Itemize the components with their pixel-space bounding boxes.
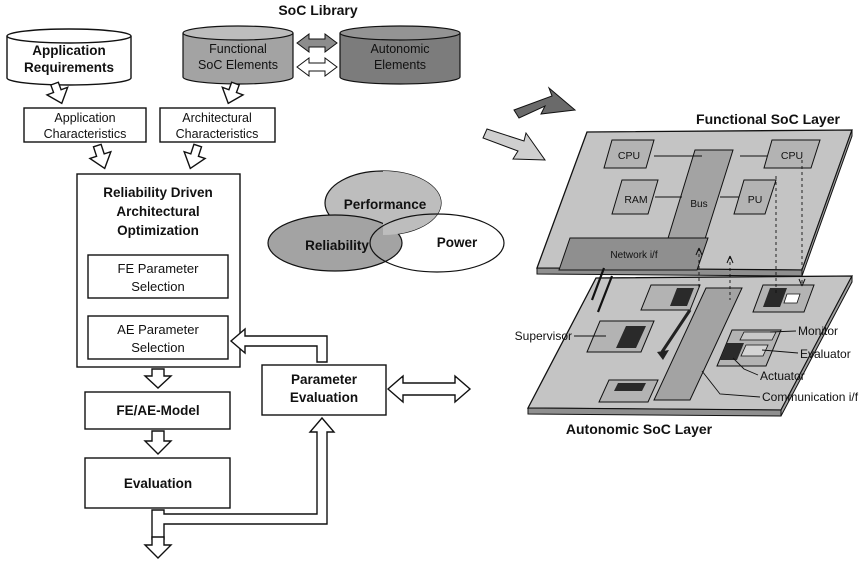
network-if-label: Network i/f — [610, 250, 657, 261]
ae-parameter-line1: AE Parameter — [117, 322, 199, 337]
fe-ae-model-label: FE/AE-Model — [116, 403, 199, 418]
autonomic-elements-line2: Elements — [374, 58, 426, 72]
network-bolt — [590, 267, 614, 313]
autonomic-elements-cylinder: Autonomic Elements — [339, 25, 461, 85]
ram-block — [611, 179, 659, 215]
evaluation-box — [84, 457, 231, 509]
ae-parameter-line2: Selection — [131, 340, 184, 355]
communication-if-leader — [701, 370, 761, 398]
light-diagonal-arrow — [482, 128, 546, 161]
evaluator-label: Evaluator — [800, 347, 851, 361]
monitor-label: Monitor — [798, 324, 838, 338]
application-requirements-cylinder: Application Requirements — [6, 28, 132, 86]
power-label: Power — [437, 235, 478, 250]
arrow-requirements-to-app-char — [45, 81, 69, 105]
parameter-evaluation-box — [261, 364, 387, 416]
network-if-block — [558, 237, 709, 271]
architectural-characteristics-box — [159, 107, 276, 143]
actuator-leader — [732, 357, 759, 376]
evaluator-leader — [761, 349, 799, 354]
arrow-optimization-to-model — [143, 368, 173, 389]
application-requirements-line2: Requirements — [24, 60, 114, 75]
actuator-label: Actuator — [760, 369, 805, 383]
inter-layer-arrowheads — [695, 247, 806, 287]
reliability-label: Reliability — [305, 238, 369, 253]
application-requirements-line1: Application — [32, 43, 106, 58]
performance-label: Performance — [344, 197, 427, 212]
soc-library-title: SoC Library — [278, 2, 358, 18]
functional-layer-title: Functional SoC Layer — [696, 111, 840, 127]
arrow-model-to-evaluation — [143, 430, 173, 455]
arrow-functional-to-arch-char — [221, 81, 245, 105]
cpu-left-label: CPU — [618, 150, 640, 162]
parameter-evaluation-line1: Parameter — [291, 372, 358, 387]
architectural-characteristics-line1: Architectural — [182, 111, 251, 125]
autonomic-element-top-right — [752, 284, 815, 313]
pu-label: PU — [748, 194, 763, 206]
functional-soc-elements-cylinder: Functional SoC Elements — [182, 25, 294, 85]
monitor-leader — [769, 330, 797, 333]
arrow-parameter-evaluation-to-ae-selection — [229, 327, 328, 363]
fe-parameter-line1: FE Parameter — [118, 261, 200, 276]
pu-block — [733, 179, 777, 215]
bus-connectors — [654, 155, 770, 198]
evaluation-label: Evaluation — [124, 476, 192, 491]
supervisor-label: Supervisor — [515, 329, 572, 343]
ram-label: RAM — [624, 194, 647, 206]
autonomic-element-monitor — [716, 329, 782, 367]
fe-ae-model-box — [84, 391, 231, 430]
autonomic-layer-title: Autonomic SoC Layer — [566, 421, 713, 437]
functional-elements-line1: Functional — [209, 42, 267, 56]
application-characteristics-box — [23, 107, 147, 143]
supervisor-link-head — [657, 350, 669, 360]
bus-label: Bus — [690, 199, 707, 210]
fe-parameter-line2: Selection — [131, 279, 184, 294]
autonomic-elements-line1: Autonomic — [370, 42, 429, 56]
tradeoff-ellipses: Performance Reliability Power — [267, 170, 505, 273]
parameter-evaluation-line2: Evaluation — [290, 390, 358, 405]
optimization-title-line1: Reliability Driven — [103, 185, 213, 200]
application-characteristics-line1: Application — [54, 111, 115, 125]
arrow-app-char-to-optimization — [88, 143, 112, 170]
power-ellipse — [369, 213, 505, 273]
inter-layer-dashed-links — [698, 160, 803, 300]
ae-parameter-selection-box — [87, 315, 229, 360]
autonomic-element-top-left — [640, 284, 701, 311]
autonomic-element-supervisor — [586, 320, 655, 353]
fe-parameter-selection-box — [87, 254, 229, 299]
library-double-arrow-bottom — [296, 57, 338, 77]
arrow-arch-char-to-optimization — [183, 143, 207, 170]
cpu-left-block — [603, 139, 655, 169]
architectural-characteristics-line2: Characteristics — [176, 127, 259, 141]
optimization-title-line3: Optimization — [117, 223, 199, 238]
cpu-right-block — [763, 139, 821, 169]
cpu-right-label: CPU — [781, 150, 803, 162]
supervisor-link — [660, 309, 692, 353]
autonomic-element-bottom — [598, 379, 659, 403]
library-double-arrow-top — [296, 33, 338, 53]
arrow-parameter-evaluation-to-layers — [386, 374, 472, 404]
dark-diagonal-arrow — [513, 86, 577, 119]
application-characteristics-line2: Characteristics — [44, 127, 127, 141]
arrow-evaluation-output — [143, 536, 173, 559]
reliability-ellipse — [267, 214, 403, 272]
functional-elements-line2: SoC Elements — [198, 58, 278, 72]
optimization-title-line2: Architectural — [116, 204, 199, 219]
communication-if-label: Communication i/f — [762, 390, 859, 404]
